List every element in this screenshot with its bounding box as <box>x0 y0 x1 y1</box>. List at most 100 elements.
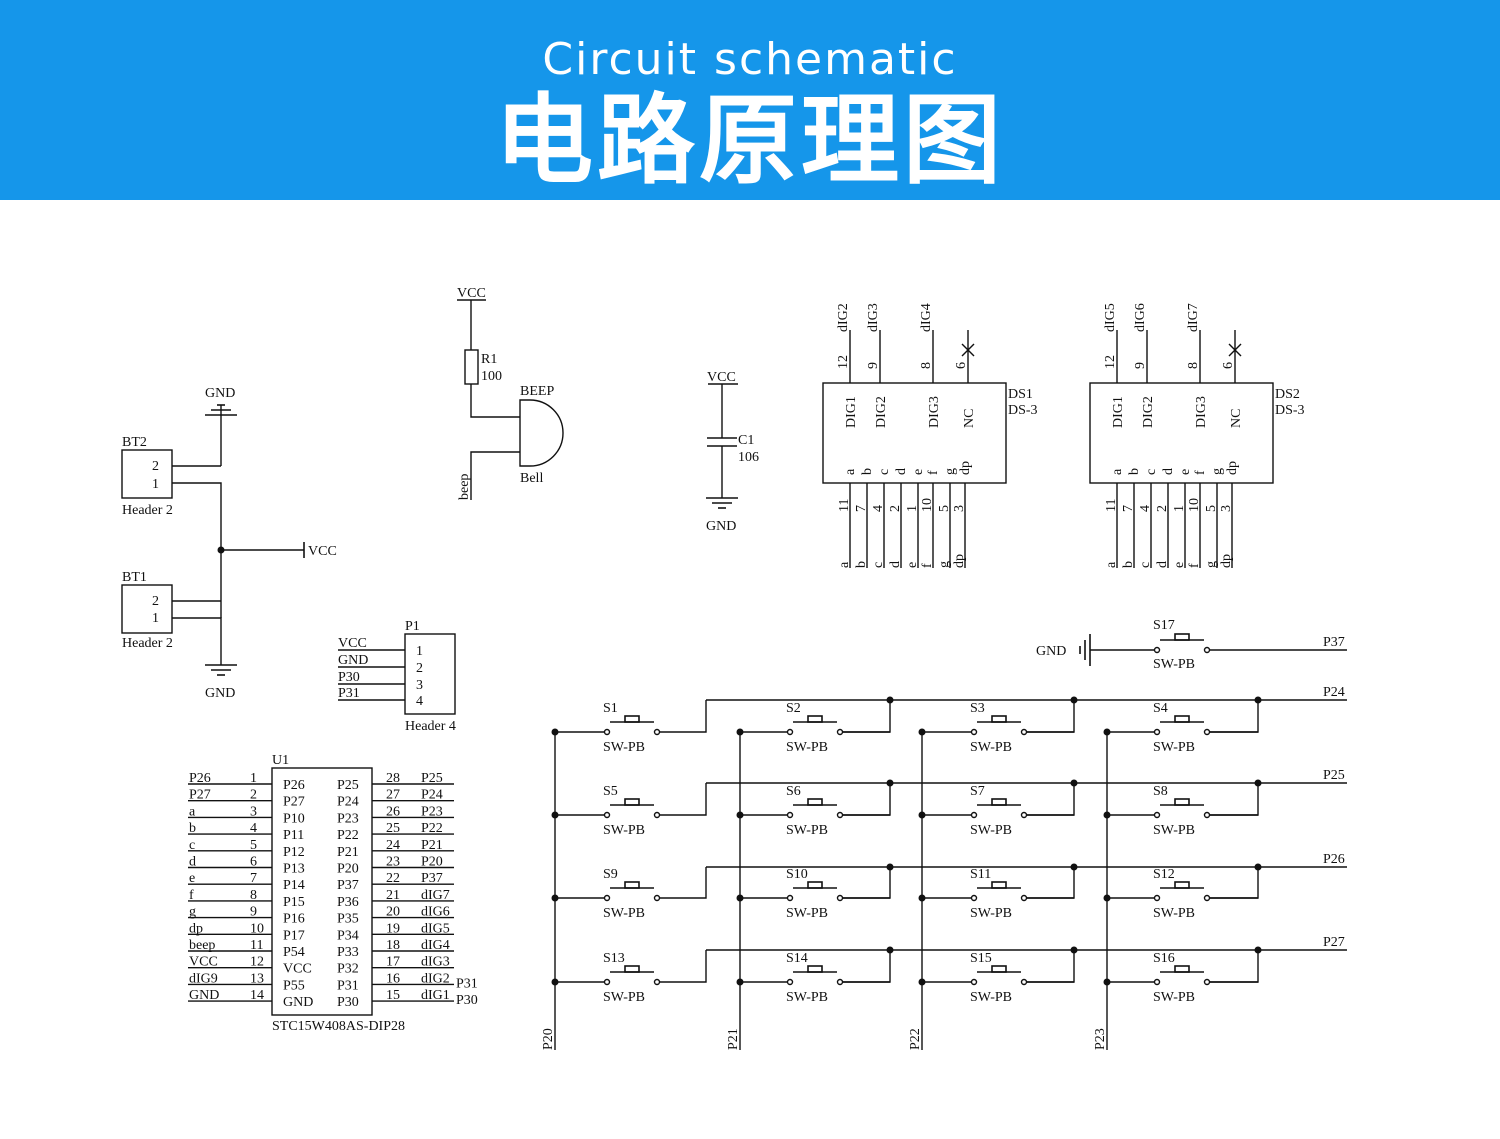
display-bottom-pin: 11 <box>1104 499 1119 512</box>
switch-contact <box>970 894 978 902</box>
u1-right-name: P24 <box>337 795 359 810</box>
display-inner-bottom: g <box>1210 468 1225 475</box>
push-button-switch <box>970 798 1028 819</box>
display-bottom-pin: 11 <box>837 499 852 512</box>
u1-right-net: dIG3 <box>421 955 450 970</box>
switch-contact <box>653 894 661 902</box>
display-body <box>822 382 1007 484</box>
switch-row-wire <box>1026 783 1075 816</box>
switch-contact <box>603 811 611 819</box>
bt2-body <box>121 449 173 499</box>
u1-left-name: P15 <box>283 895 305 910</box>
u1-left-net: dp <box>189 921 203 936</box>
switch-row-wire <box>1209 867 1259 899</box>
u1-right-pin: 28 <box>386 771 400 786</box>
switch-contact <box>653 728 661 736</box>
wire-r1-bell <box>470 384 520 418</box>
display-inner-bottom: f <box>926 470 941 475</box>
beep-net: beep <box>457 474 472 500</box>
display-bottom-net: e <box>1172 562 1187 568</box>
seven-segment-displays: DS1DS-312dIG2DIG19dIG3DIG28dIG4DIG36NCa1… <box>822 303 1305 568</box>
switch-type: SW-PB <box>1153 740 1195 755</box>
r1-ref: R1 <box>481 352 497 367</box>
u1-left-pin: 14 <box>250 988 264 1003</box>
display-inner-bottom: e <box>911 469 926 475</box>
switch-contact <box>836 978 844 986</box>
p1-pin: 1 <box>416 644 423 659</box>
u1-left-name: P12 <box>283 845 305 860</box>
switch-row-wire <box>659 783 707 816</box>
u1-right-pin: 20 <box>386 905 400 920</box>
title-banner: Circuit schematic 电路原理图 <box>0 0 1500 200</box>
switch-type: SW-PB <box>1153 823 1195 838</box>
switch-actuator <box>624 798 640 806</box>
vcc-label: VCC <box>707 370 736 385</box>
switch-ref: S9 <box>603 867 618 882</box>
switch-actuator <box>991 881 1007 889</box>
display-inner-top: DIG2 <box>1141 396 1156 428</box>
display-ds2: DS2DS-312dIG5DIG19dIG6DIG28dIG7DIG36NCa1… <box>1089 303 1305 568</box>
display-inner-bottom: b <box>1127 468 1142 475</box>
switch-contact <box>786 978 794 986</box>
ground-symbol-sideways <box>1079 634 1091 666</box>
switch-row-wire <box>842 700 891 733</box>
display-bottom-net: g <box>937 561 952 568</box>
u1-left-pin: 4 <box>250 821 257 836</box>
u1-left-name: VCC <box>283 962 312 977</box>
switch-ref: S3 <box>970 701 985 716</box>
display-top-pin: 6 <box>1221 362 1236 369</box>
switch-contact <box>1020 894 1028 902</box>
push-button-switch <box>603 798 661 819</box>
vcc-label: VCC <box>308 544 337 559</box>
push-button-switch <box>1153 965 1211 986</box>
display-bottom-pin: 2 <box>1155 505 1170 512</box>
display-type: DS-3 <box>1008 403 1038 418</box>
switch-contact <box>603 894 611 902</box>
display-inner-top: DIG1 <box>1111 396 1126 428</box>
display-bottom-net: dp <box>1219 554 1234 568</box>
push-button-switch <box>786 798 844 819</box>
u1-right-net: dIG1 <box>421 988 450 1003</box>
switch-contact <box>836 894 844 902</box>
switch-ref: S2 <box>786 701 801 716</box>
u1-right-net: dIG6 <box>421 905 450 920</box>
u1-left-name: P13 <box>283 862 305 877</box>
switch-contact <box>1020 811 1028 819</box>
display-inner-bottom: d <box>1161 468 1176 475</box>
u1-left-name: P55 <box>283 978 305 993</box>
display-bottom-pin: 5 <box>1204 505 1219 512</box>
u1-left-pin: 6 <box>250 855 257 870</box>
switch-contact <box>1203 646 1211 654</box>
display-bottom-pin: 5 <box>937 505 952 512</box>
u1-right-net: P23 <box>421 804 443 819</box>
u1-right-name: P33 <box>337 945 359 960</box>
switch-ref: S17 <box>1153 618 1175 633</box>
row-net-label: P27 <box>1323 935 1345 950</box>
switch-contact <box>1153 811 1161 819</box>
display-bottom-net: d <box>888 561 903 568</box>
switch-actuator <box>807 881 823 889</box>
u1-left-pin: 7 <box>250 871 257 886</box>
wire-bt1-gnd <box>172 617 222 665</box>
u1-right-name: P34 <box>337 928 359 943</box>
display-bottom-net: b <box>1121 561 1136 568</box>
u1-part: STC15W408AS-DIP28 <box>272 1019 405 1034</box>
switch-row-wire <box>842 783 891 816</box>
u1-left-pin: 5 <box>250 838 257 853</box>
display-top-pin: 6 <box>954 362 969 369</box>
u1-right-pin: 15 <box>386 988 400 1003</box>
u1-left-pin: 11 <box>250 938 263 953</box>
row-net-label: P25 <box>1323 768 1345 783</box>
display-inner-bottom: a <box>1110 468 1125 475</box>
switch-ref: S5 <box>603 784 618 799</box>
p1-net: P31 <box>338 686 360 701</box>
display-inner-bottom: c <box>877 469 892 475</box>
wire-bell-beep <box>470 451 520 500</box>
p1-pin: 4 <box>416 694 423 709</box>
display-bottom-net: d <box>1155 561 1170 568</box>
bt1-pin1: 1 <box>152 611 159 626</box>
switch-ref: S11 <box>970 867 991 882</box>
p1-net: VCC <box>338 636 367 651</box>
